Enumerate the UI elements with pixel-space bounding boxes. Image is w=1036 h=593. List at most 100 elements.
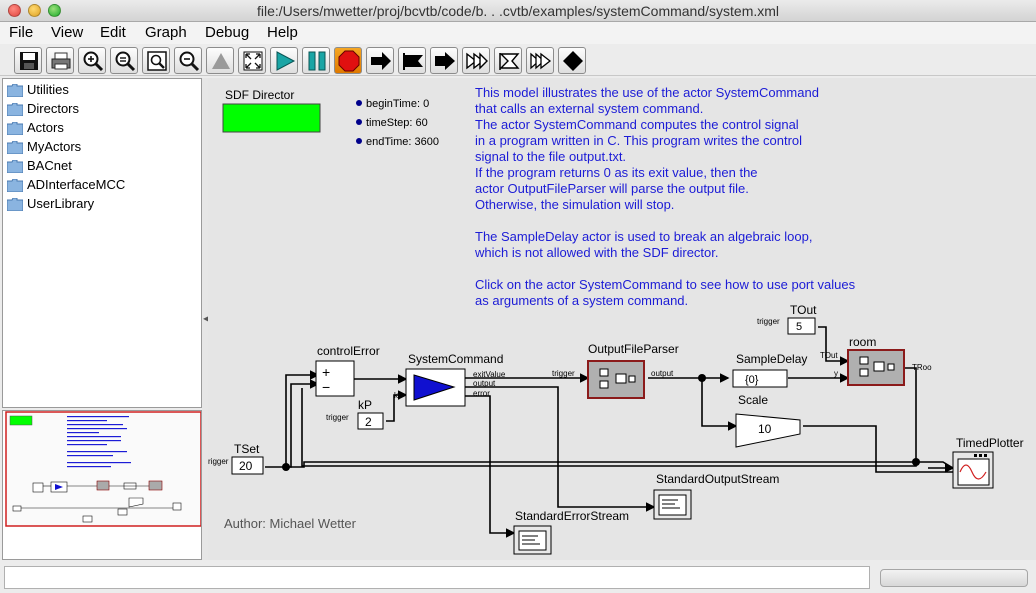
const-block[interactable]: [231, 456, 264, 475]
port-label: trigger: [757, 317, 780, 326]
menu-debug[interactable]: Debug: [205, 24, 250, 41]
collapse-arrow-icon[interactable]: ◀: [203, 314, 210, 323]
junction-dot[interactable]: [698, 374, 706, 382]
actor-standard-output-stream[interactable]: StandardOutputStream: [653, 472, 779, 520]
double-forward-button[interactable]: [462, 47, 490, 74]
window-button-icon: [979, 454, 982, 457]
zoom-in-button[interactable]: [78, 47, 106, 74]
flag-arrow-button[interactable]: [398, 47, 426, 74]
graph-canvas[interactable]: SDF Director beginTime: 0 timeStep: 60 e…: [208, 78, 1036, 560]
port-label: output: [651, 369, 674, 378]
stop-button[interactable]: [334, 47, 362, 74]
description-line: The actor SystemCommand computes the con…: [475, 117, 799, 132]
actor-tset[interactable]: TSet 20 rigger: [208, 442, 264, 475]
actor-label: SystemCommand: [408, 352, 503, 366]
director-name: SDF Director: [225, 88, 294, 102]
actor-system-command[interactable]: SystemCommand e kp exitValue output erro…: [394, 352, 506, 407]
actor-kp[interactable]: kP 2 trigger: [326, 398, 384, 430]
junction-dot[interactable]: [912, 458, 920, 466]
progress-bar: [880, 569, 1028, 587]
actor-label: room: [849, 335, 876, 349]
forward-button[interactable]: [430, 47, 458, 74]
library-item-adinterfacemcc[interactable]: ADInterfaceMCC: [5, 176, 195, 195]
diamond-button[interactable]: [558, 47, 586, 74]
actor-label: controlError: [317, 344, 380, 358]
save-button[interactable]: [14, 47, 42, 74]
triple-outline-arrow-icon: [530, 52, 552, 70]
run-button[interactable]: [270, 47, 298, 74]
plus-sign: +: [322, 364, 330, 380]
library-item-userlibrary[interactable]: UserLibrary: [5, 195, 195, 214]
actor-timed-plotter[interactable]: TimedPlotter: [952, 436, 1024, 489]
actor-library-tree[interactable]: Utilities Directors Actors MyActors BACn…: [2, 78, 202, 408]
zoom-reset-icon: [115, 51, 136, 72]
full-screen-button[interactable]: [238, 47, 266, 74]
pause-button[interactable]: [302, 47, 330, 74]
run-icon: [276, 51, 296, 71]
actor-standard-error-stream[interactable]: StandardErrorStream: [513, 509, 629, 555]
up-button[interactable]: [206, 47, 234, 74]
zoom-fit-button[interactable]: [142, 47, 170, 74]
actor-room[interactable]: room TOut y TRoo: [820, 335, 932, 386]
library-item-actors[interactable]: Actors: [5, 119, 195, 138]
port-label: kp: [394, 391, 403, 400]
folder-icon: [7, 160, 23, 173]
menu-help[interactable]: Help: [267, 24, 298, 41]
flag-outline-button[interactable]: [494, 47, 522, 74]
sdf-director[interactable]: [222, 103, 321, 133]
up-icon: [212, 53, 230, 69]
const-block[interactable]: [787, 317, 816, 335]
pause-icon: [308, 51, 326, 71]
maximize-window-button[interactable]: [48, 4, 61, 17]
description-line: This model illustrates the use of the ac…: [475, 85, 819, 100]
const-value: 20: [239, 459, 253, 473]
actor-output-file-parser[interactable]: OutputFileParser trigger output: [552, 342, 679, 399]
model-graph[interactable]: SDF Director beginTime: 0 timeStep: 60 e…: [208, 78, 1036, 560]
adder-block[interactable]: [315, 360, 355, 397]
triple-forward-button[interactable]: [526, 47, 554, 74]
delay-block[interactable]: [732, 369, 788, 388]
actor-label: StandardErrorStream: [515, 509, 629, 523]
minimize-window-button[interactable]: [28, 4, 41, 17]
print-button[interactable]: [46, 47, 74, 74]
library-item-directors[interactable]: Directors: [5, 100, 195, 119]
library-item-bacnet[interactable]: BACnet: [5, 157, 195, 176]
plot-icon: [957, 458, 990, 486]
actor-label: kP: [358, 398, 372, 412]
panel-splitter[interactable]: [202, 78, 208, 560]
description-line: that calls an external system command.: [475, 101, 703, 116]
actor-scale[interactable]: Scale 10: [735, 393, 801, 448]
model-description[interactable]: This model illustrates the use of the ac…: [474, 85, 856, 308]
folder-icon: [7, 103, 23, 116]
author-annotation[interactable]: Author: Michael Wetter: [224, 516, 357, 531]
port-label: y: [834, 369, 838, 378]
menu-file[interactable]: File: [9, 24, 34, 41]
library-item-myactors[interactable]: MyActors: [5, 138, 195, 157]
full-screen-icon: [243, 51, 263, 71]
menu-edit[interactable]: Edit: [100, 24, 126, 41]
actor-control-error[interactable]: controlError + −: [315, 344, 380, 397]
status-bar: [0, 561, 1036, 593]
port-label: rigger: [208, 457, 229, 466]
actor-tout[interactable]: TOut 5 trigger: [757, 303, 817, 335]
actor-label: SampleDelay: [736, 352, 807, 366]
param-time-step[interactable]: timeStep: 60: [366, 117, 428, 129]
library-item-utilities[interactable]: Utilities: [5, 81, 195, 100]
menu-view[interactable]: View: [51, 24, 84, 41]
gain-block[interactable]: [735, 413, 801, 448]
junction-dot[interactable]: [282, 463, 290, 471]
next-button[interactable]: [366, 47, 394, 74]
param-begin-time[interactable]: beginTime: 0: [366, 98, 429, 110]
composite-icon: [599, 368, 636, 389]
overview-viewport[interactable]: [5, 411, 202, 527]
zoom-out-button[interactable]: [174, 47, 202, 74]
close-window-button[interactable]: [8, 4, 21, 17]
param-end-time[interactable]: endTime: 3600: [366, 136, 439, 148]
actor-sample-delay[interactable]: SampleDelay {0}: [732, 352, 807, 388]
graph-overview-panel[interactable]: [2, 410, 202, 560]
zoom-reset-button[interactable]: [110, 47, 138, 74]
window-button-icon: [974, 454, 977, 457]
const-block[interactable]: [357, 412, 384, 430]
library-item-label: ADInterfaceMCC: [27, 177, 126, 192]
menu-graph[interactable]: Graph: [145, 24, 187, 41]
